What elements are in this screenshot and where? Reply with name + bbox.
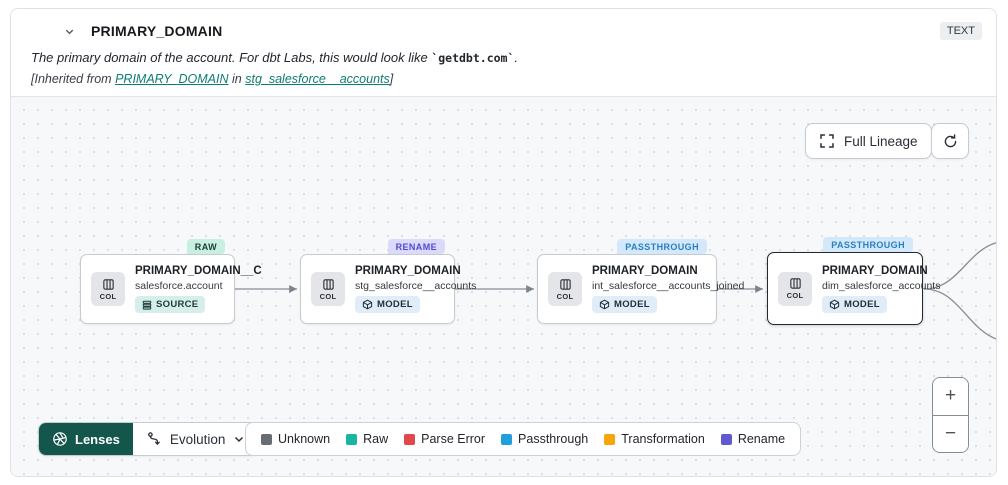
legend-swatch [346, 433, 358, 445]
col-label: COL [99, 291, 117, 301]
legend-item-raw: Raw [346, 432, 388, 446]
model-icon [362, 299, 373, 310]
legend-label: Unknown [278, 432, 331, 446]
lineage-node-staging[interactable]: RENAME COL PRIMARY_DOMAIN stg_salesforce… [300, 239, 476, 324]
column-icon-box: COL [311, 272, 345, 306]
column-header: PRIMARY_DOMAIN TEXT The primary domain o… [11, 9, 996, 96]
evolution-legend: Unknown Raw Parse Error Passthrough Tran… [245, 422, 802, 456]
node-title: PRIMARY_DOMAIN [822, 264, 928, 277]
lineage-canvas[interactable]: Full Lineage RAW COL PRIMARY_DOMAIN__C s… [11, 96, 996, 476]
col-label: COL [786, 291, 804, 300]
node-kind-badge: SOURCE [135, 296, 206, 313]
source-icon [142, 300, 152, 310]
lineage-node-intermediate[interactable]: PASSTHROUGH COL PRIMARY_DOMAIN int_sales… [537, 239, 744, 324]
node-kind-label: MODEL [844, 298, 880, 310]
refresh-button[interactable] [931, 123, 969, 159]
column-title: PRIMARY_DOMAIN [91, 23, 223, 39]
legend-label: Passthrough [518, 432, 589, 446]
col-label: COL [319, 291, 337, 301]
lineage-node-dim-selected[interactable]: PASSTHROUGH COL PRIMARY_DOMAIN dim_sales… [767, 237, 940, 325]
chevron-down-icon [235, 436, 244, 443]
description-period: . [514, 50, 519, 65]
legend-label: Transformation [621, 432, 705, 446]
legend-item-rename: Rename [720, 432, 786, 446]
full-lineage-button[interactable]: Full Lineage [805, 123, 932, 159]
node-kind-badge: MODEL [355, 296, 420, 313]
column-icon-box: COL [778, 271, 812, 306]
legend-item-parse-error: Parse Error [404, 432, 485, 446]
node-subtitle: stg_salesforce__accounts [355, 280, 477, 292]
legend-swatch [720, 433, 732, 445]
zoom-out-button[interactable]: − [933, 415, 968, 452]
node-title: PRIMARY_DOMAIN [592, 265, 698, 277]
node-kind-label: MODEL [377, 299, 413, 310]
fullscreen-icon [820, 134, 834, 148]
node-kind-badge: MODEL [822, 295, 887, 313]
columns-icon [789, 278, 801, 289]
inherited-suffix: ] [389, 72, 394, 86]
lineage-node-source[interactable]: RAW COL PRIMARY_DOMAIN__C salesforce.acc… [80, 239, 262, 324]
node-content: PRIMARY_DOMAIN int_salesforce__accounts_… [592, 265, 744, 313]
lenses-label: Lenses [75, 431, 120, 447]
full-lineage-label: Full Lineage [844, 133, 918, 149]
evolution-tag-raw: RAW [186, 239, 225, 254]
legend-swatch [501, 433, 513, 445]
col-label: COL [556, 291, 574, 301]
legend-label: Raw [363, 432, 389, 446]
legend-swatch [604, 433, 616, 445]
evolution-tag-passthrough: PASSTHROUGH [617, 239, 707, 254]
legend-swatch [261, 433, 272, 445]
node-content: PRIMARY_DOMAIN stg_salesforce__accounts … [355, 265, 476, 313]
columns-icon [322, 278, 334, 290]
lens-select-evolution[interactable]: Evolution [132, 423, 259, 455]
node-title: PRIMARY_DOMAIN [355, 265, 461, 277]
evolution-tag-rename: RENAME [387, 239, 445, 254]
inherited-model-link[interactable]: stg_salesforce__accounts [245, 72, 390, 86]
legend-label: Rename [737, 432, 786, 446]
inherited-prefix: [Inherited from [31, 72, 116, 86]
model-icon [829, 299, 840, 309]
evolution-route-icon [147, 432, 160, 446]
columns-icon [102, 278, 114, 290]
columns-icon [559, 278, 571, 290]
legend-item-transformation: Transformation [604, 432, 705, 446]
column-icon-box: COL [548, 272, 582, 306]
refresh-icon [944, 133, 956, 147]
column-type-badge: TEXT [939, 22, 982, 40]
column-lineage-panel: PRIMARY_DOMAIN TEXT The primary domain o… [10, 8, 997, 477]
legend-swatch [404, 433, 416, 445]
zoom-controls: + − [932, 377, 969, 453]
node-subtitle: salesforce.account [135, 280, 223, 292]
legend-label: Parse Error [421, 432, 486, 446]
node-subtitle: dim_salesforce_accounts [822, 279, 941, 292]
legend-item-unknown: Unknown [261, 432, 330, 446]
legend-item-passthrough: Passthrough [501, 432, 588, 446]
evolution-tag-passthrough: PASSTHROUGH [823, 237, 913, 252]
inherited-mid: in [228, 72, 246, 86]
model-icon [599, 299, 610, 310]
inherited-from-line: [Inherited from PRIMARY_DOMAIN in stg_sa… [11, 72, 996, 86]
inherited-column-link[interactable]: PRIMARY_DOMAIN [115, 72, 229, 86]
column-icon-box: COL [91, 272, 125, 306]
node-title: PRIMARY_DOMAIN__C [135, 265, 262, 277]
node-content: PRIMARY_DOMAIN dim_salesforce_accounts M… [822, 265, 940, 313]
zoom-in-button[interactable]: + [933, 378, 968, 416]
lenses-control-group: Lenses Evolution [38, 422, 260, 456]
lens-aperture-icon [53, 432, 67, 446]
description-code: `getdbt.com` [431, 51, 515, 65]
description-text: The primary domain of the account. For d… [31, 50, 432, 65]
node-content: PRIMARY_DOMAIN__C salesforce.account SOU… [135, 265, 262, 313]
column-header-row: PRIMARY_DOMAIN TEXT [11, 9, 996, 40]
lens-dropdown-value: Evolution [169, 431, 226, 447]
node-subtitle: int_salesforce__accounts_joined [592, 280, 745, 292]
node-kind-badge: MODEL [592, 296, 657, 313]
node-kind-label: MODEL [614, 299, 650, 310]
column-description: The primary domain of the account. For d… [11, 50, 996, 65]
chevron-down-icon[interactable] [63, 25, 76, 38]
lenses-button[interactable]: Lenses [39, 423, 133, 455]
node-kind-label: SOURCE [156, 299, 199, 310]
